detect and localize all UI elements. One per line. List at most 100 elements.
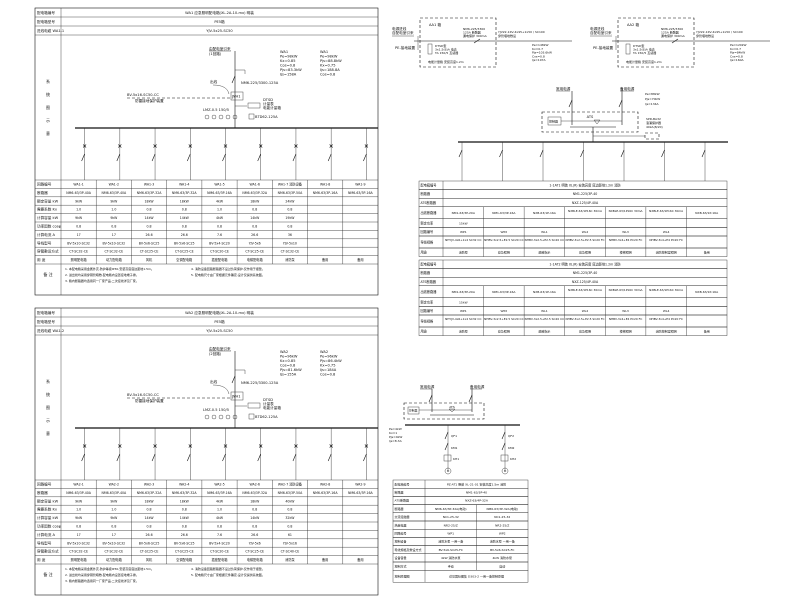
calc-left: Pjs=83.3kW [280,68,302,72]
spd-box [644,132,660,140]
meter-note: DTSD [263,398,273,402]
thermal-relay-icon [500,454,509,462]
remark-line: 2. 进出线均采用穿钢管暗敷,配电箱内设置接地端子排。 [65,272,139,277]
motor-label: M [447,469,450,473]
meter-note: 电能计量箱 [263,105,281,110]
row-span-value: NM1-225/3P-40 [573,192,598,196]
leader-curve [212,84,230,95]
cell-value: 18kW [250,499,260,503]
row-frame [392,496,529,505]
row-label: 用途 [421,250,428,255]
cell-value: BV-5x6-SC25 [139,241,160,245]
cell-value: NM6-63/3P-32A [137,491,163,495]
cell-value: 插座配电箱 [212,557,229,562]
incoming-source-label: (2回路) [209,351,222,356]
header-label: 进线电缆 WA1-2 [37,328,64,333]
calc-left: Cos=0.8 [280,364,296,368]
cell-value: 照明配电箱 [71,257,88,262]
cell-value: NXB-63/1P-16A [533,211,557,215]
row-label: 导线规格 [421,318,435,323]
cell-value: BV-5x10-SC32 [102,541,125,545]
switch-blade-icon [444,431,449,440]
switch-blade-icon [501,431,506,440]
cell-value: 疏散指示 [538,250,550,255]
table-row: 用途消防泵应急照明疏散指示应急照明楼梯照明消防控制室照明备用 [418,326,728,336]
switch-blade-icon [327,453,332,462]
cell-value: CT-SC25-CE [175,250,194,254]
cell-value: WA2-4 [179,483,189,487]
breaker-spec: 125A 断路器 [463,30,481,35]
cell-value: CT-SC20-CE [210,250,229,254]
row-label: 配电箱编号 [395,481,410,486]
row-label: 导线型号 [37,240,52,245]
cell-value: 空调配电箱 [176,257,193,262]
cell-value: CT-SC25-CE [140,250,159,254]
switch-blade-icon [458,149,463,158]
calc-value: Ijs=160A [730,58,745,62]
row-label: 计算容量 kW [37,515,59,520]
x-stroke [153,444,157,448]
cell-value: 0.8 [147,525,152,529]
meter-box [230,91,244,101]
breaker-x-icon [259,444,263,448]
calc-value: Pjs=84kW [730,51,745,55]
cell-value: WA2-7 消防设备 [278,482,303,487]
breaker-x-icon [82,144,87,148]
header-label: 进线电缆 WA1-1 [37,28,64,33]
calc-left: WA2 [280,350,288,354]
cell-value: CT-SC32-CE [281,250,300,254]
row-label: 断路器 [421,270,431,275]
cell-value: 0.8 [182,208,187,212]
x-stroke [223,444,228,448]
cell-value: NM6-63/3P-32A [172,191,198,195]
row-frame [418,326,728,336]
meter-note: 计量表 [263,401,274,406]
cell-value: 0.8 [147,225,152,229]
cell-value: NM6-63/3P-32A [242,191,268,195]
cell-value: 18kW [145,499,155,503]
cell-value: BV-5x10-SC32 [67,241,90,245]
calc-right: Ijs=188.8A [320,68,340,72]
current-transformer-icon [211,414,217,420]
x-stroke [294,444,298,448]
remark-line: 4. 消防设备回路断路器不设过负荷保护,仅作用于报警。 [191,266,265,271]
switch-blade-icon [327,153,332,162]
row-label: 回路编号 [395,531,407,536]
cell-value: 自动 [499,563,505,568]
switch-blade-icon [116,153,121,162]
cell-value: NM6-63/3P-40A [66,491,92,495]
cell-value: NM1-63/3P-16A [492,211,516,215]
breaker-spec: 漏电保护 300mA [661,33,686,38]
x-stroke [259,144,263,148]
ats-calc: Ijs=134A [645,102,660,106]
cell-value: CT-SC25-CE [245,550,264,554]
cell-value: NHBV-3x2.5+E2.5 SC20 CC [525,238,564,242]
breaker-icon [473,38,481,44]
cell-value: 消防泵 [459,250,468,255]
row-label: 出线断路器 [421,289,438,294]
row-span-value: 详见国标图集 D303-2 一用一备控制原理 [449,573,504,578]
cell-value: 26.6 [251,233,258,237]
branch-circuit [363,428,369,480]
switch-blade-icon [363,453,367,462]
switch-blade-icon [620,149,625,158]
cable-spec: YJV22-1KV-4x95+1x50 / SC100 [498,30,545,34]
calc-value: Ijs=8.3A [389,439,403,443]
cell-value: NXBLE-63/1P16C 30mA [568,288,602,292]
branch-circuit [116,128,122,180]
row-label: 交流接触器 [395,514,410,519]
cell-value: 9kW [75,199,83,203]
x-stroke [82,444,87,448]
cell-value: 手动 [448,563,454,568]
x-stroke [82,144,87,148]
meter-spec: TA 150/5 互感器 [434,50,458,55]
